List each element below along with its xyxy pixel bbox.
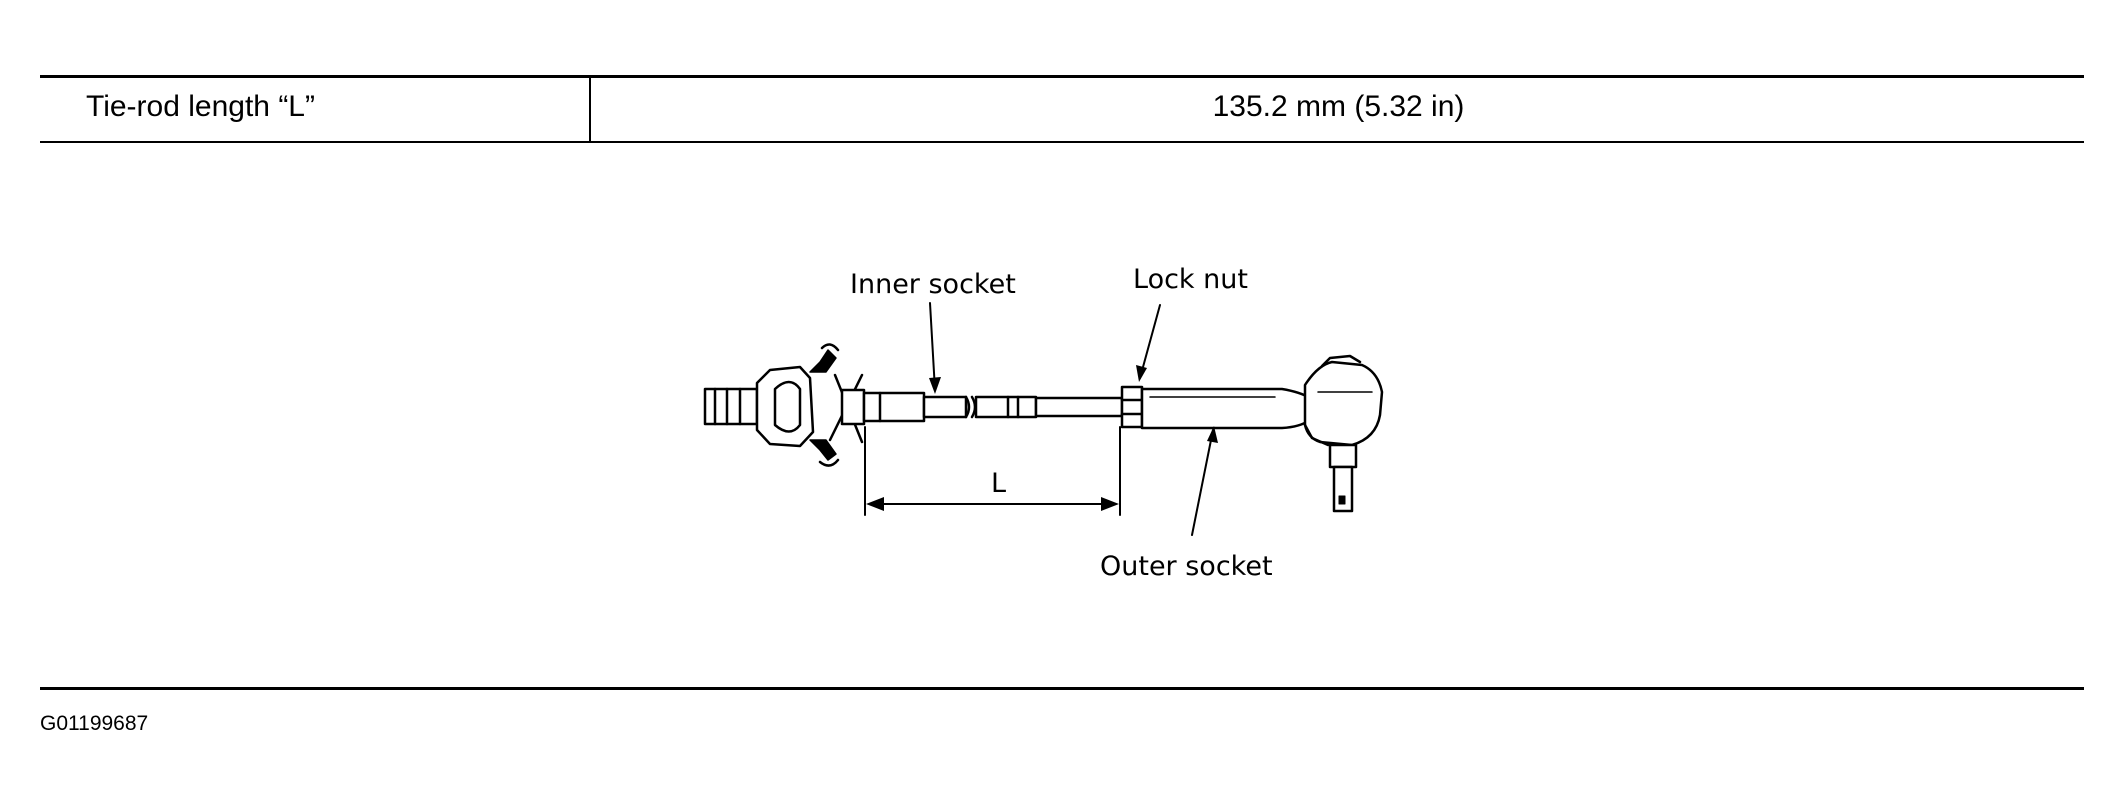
outer-socket-label: Outer socket bbox=[1100, 551, 1273, 582]
inner-rod bbox=[862, 391, 1124, 423]
dimension-arrowheads bbox=[866, 497, 1119, 511]
spec-value: 135.2 mm (5.32 in) bbox=[1212, 90, 1465, 123]
bottom-rule bbox=[40, 687, 2084, 690]
outer-ball-joint bbox=[1303, 354, 1384, 513]
inner-socket-label: Inner socket bbox=[850, 269, 1016, 300]
leader-lines bbox=[929, 302, 1214, 536]
lock-nut bbox=[1120, 385, 1144, 429]
leader-arrowheads bbox=[929, 365, 1218, 443]
spec-label: Tie-rod length “L” bbox=[40, 78, 591, 141]
dimension-L-label: L bbox=[991, 468, 1006, 499]
figure-id: G01199687 bbox=[40, 712, 149, 735]
inner-socket-housing bbox=[755, 343, 840, 467]
spec-table: Tie-rod length “L” 135.2 mm (5.32 in) bbox=[40, 75, 2084, 143]
rack-end bbox=[703, 387, 759, 426]
boot-clamp bbox=[828, 373, 866, 444]
lock-nut-label: Lock nut bbox=[1133, 264, 1248, 295]
dimension-L bbox=[864, 426, 1121, 516]
outer-socket-body bbox=[1140, 387, 1312, 430]
